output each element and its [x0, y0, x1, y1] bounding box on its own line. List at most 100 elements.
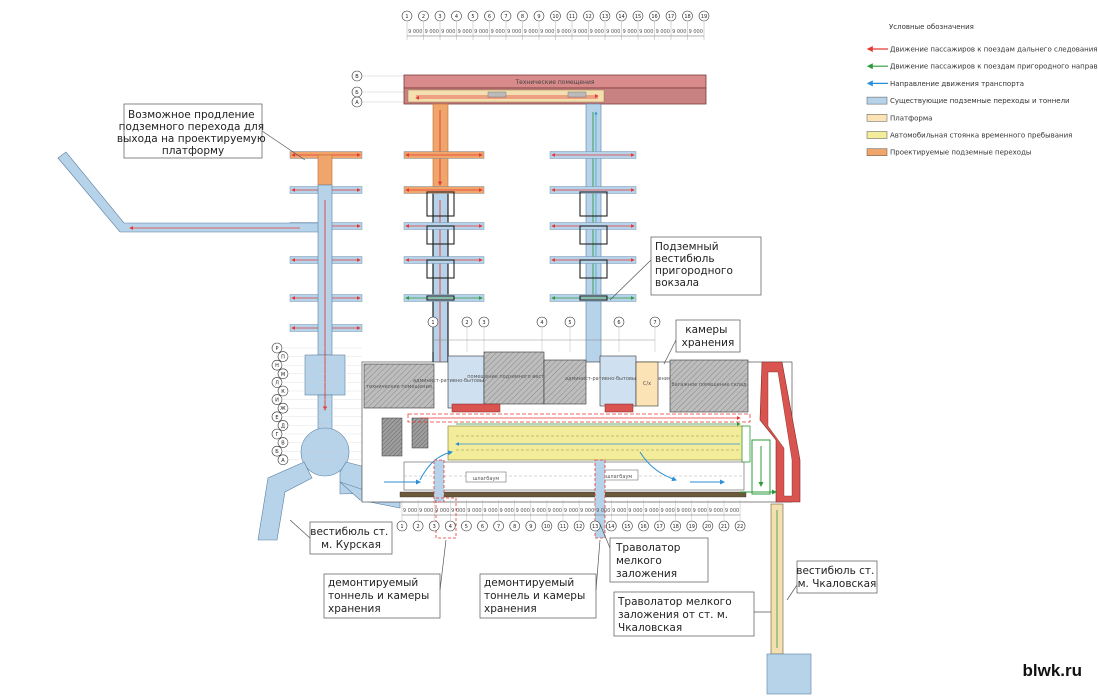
bottom-axis-16: 16 [638, 520, 649, 532]
tech-rooms-label: Технические помещения [515, 79, 595, 86]
bottom-span-label: 9 000 [644, 508, 658, 514]
top-axis-13: 13 [599, 10, 611, 22]
bottom-axis-21-label: 21 [721, 524, 727, 530]
parking-barrier-right: шлагбаум [606, 474, 633, 480]
travolator-chk-line-2: заложения от ст. м. [618, 609, 728, 621]
bottom-axis-14: 14 [605, 520, 617, 532]
bottom-axis-14-label: 14 [608, 524, 614, 530]
svg-text:Подземный вестибюль: Подземный вестибюль пригородного вокзала [655, 241, 736, 289]
bottom-axis-4-label: 4 [449, 524, 452, 530]
bottom-axis-11: 11 [557, 520, 569, 532]
travolator-chk-line-1: Траволатор мелкого [617, 596, 732, 608]
callout-extension: Возможное продление подземного перехода … [117, 103, 306, 161]
top-axis-10: 10 [550, 10, 561, 22]
top-span-label: 9 000 [540, 29, 554, 35]
callout-kurskaya: вестибюль ст. м. Курская [289, 519, 393, 555]
structural-frame [579, 259, 608, 279]
left-block-label: технические помещения [366, 384, 432, 390]
top-axis-11-label: 11 [569, 14, 575, 20]
left-axis-bottom-0-label: Р [275, 346, 278, 352]
bottom-span-label: 9 000 [483, 508, 497, 514]
left-axis-bottom-9-label: Д [281, 423, 285, 429]
bottom-axis-3-label: 3 [433, 524, 436, 530]
left-axis-bottom-5-label: К [281, 389, 285, 395]
bottom-axis-8: 8 [509, 520, 521, 532]
top-axis-14: 14 [616, 10, 627, 22]
top-span-label: 9 000 [491, 29, 505, 35]
top-axis-6-label: 6 [488, 14, 491, 20]
left-axis-bottom-7-label: Ж [280, 406, 286, 412]
bottom-axis-15: 15 [622, 520, 633, 532]
left-axis-top-1: Б [351, 86, 363, 98]
left-axis-bottom-5: К [277, 385, 289, 397]
technical-rooms-block: Технические помещения [403, 74, 707, 105]
bottom-span-label: 9 000 [596, 508, 610, 514]
legend-item: Движение пассажиров к поездам пригородно… [866, 63, 1098, 71]
top-axis-7-label: 7 [504, 14, 507, 20]
top-span-label: 9 000 [425, 29, 439, 35]
legend-item: Проектируемые подземные переходы [866, 148, 1031, 157]
structural-frame [426, 295, 455, 301]
bottom-axis-20: 20 [702, 520, 714, 532]
bottom-span-label: 9 000 [499, 508, 513, 514]
top-axis-5-label: 5 [471, 14, 474, 20]
mid-axis-2: 2 [461, 316, 473, 328]
admin-left-label: админист-ративно-бытовые помещения [413, 378, 519, 384]
top-axis-4: 4 [451, 10, 462, 22]
bottom-axis-19-label: 19 [689, 524, 695, 530]
top-axis-1-label: 1 [405, 14, 408, 20]
bottom-axis-15-label: 15 [624, 524, 630, 530]
station-building: технические помещения админист-ративно-б… [361, 351, 801, 539]
bottom-axis-3: 3 [428, 520, 440, 532]
bottom-axis-13-label: 13 [592, 524, 598, 530]
structural-frame [579, 191, 608, 217]
bottom-axis-12-label: 12 [576, 524, 582, 530]
storage-line-2: хранения [682, 337, 735, 349]
top-axis-8: 8 [517, 10, 528, 22]
bottom-axis-7: 7 [493, 520, 504, 532]
mid-axis-2-label: 2 [465, 320, 468, 326]
svg-text:вестибюль ст. м. Курская: вестибюль ст. м. Курская [310, 526, 391, 551]
left-axis-bottom-10: Г [271, 428, 283, 440]
bottom-axis-21: 21 [718, 520, 730, 532]
left-axes-top: ВБА [351, 70, 404, 108]
left-axis-bottom-8: Е [271, 411, 283, 423]
callout-dismantled-left: демонтируемый тоннель и камеры хранения [323, 539, 447, 619]
bottom-axis-5: 5 [461, 520, 472, 532]
top-span-label: 9 000 [606, 29, 620, 35]
left-axis-top-2: А [351, 96, 363, 108]
top-span-label: 9 000 [656, 29, 670, 35]
top-axis-12-label: 12 [585, 14, 591, 20]
bottom-axis-2: 2 [412, 520, 424, 532]
left-axis-top-2-label: А [355, 100, 359, 106]
top-axis-2: 2 [418, 10, 429, 22]
top-span-label: 9 000 [573, 29, 587, 35]
callout-chkalovskaya: вестибюль ст. м. Чкаловская [786, 560, 878, 601]
legend-item-label: Движение пассажиров к поездам дальнего с… [890, 46, 1097, 54]
bottom-axis-18: 18 [670, 520, 682, 532]
platform-exit [549, 186, 637, 194]
legend-item-label: Автомобильная стоянка временного пребыва… [890, 132, 1072, 140]
left-axis-bottom-3-label: М [281, 372, 285, 378]
top-axis-9-label: 9 [537, 14, 540, 20]
bottom-axis-6-label: 6 [481, 524, 484, 530]
bottom-axis-19: 19 [686, 520, 698, 532]
legend: Условные обозначения Движение пассажиров… [866, 23, 1098, 157]
top-axis-17-label: 17 [668, 14, 674, 20]
top-axis-13-label: 13 [602, 14, 608, 20]
extension-line-1: Возможное продление [128, 109, 255, 121]
bottom-span-label: 9 000 [467, 508, 481, 514]
structural-frame [426, 191, 455, 217]
mid-axis-5: 5 [564, 316, 576, 328]
structural-frame [426, 225, 455, 245]
bottom-axis-9-label: 9 [529, 524, 532, 530]
top-axis-15-label: 15 [635, 14, 641, 20]
top-span-label: 9 000 [672, 29, 686, 35]
left-axis-bottom-6-label: И [275, 398, 279, 404]
vestibule-line-2: вестибюль [655, 253, 715, 265]
left-axis-bottom-1: П [277, 351, 289, 362]
left-axis-top-0: В [351, 70, 363, 82]
bottom-span-label: 9 000 [580, 508, 594, 514]
